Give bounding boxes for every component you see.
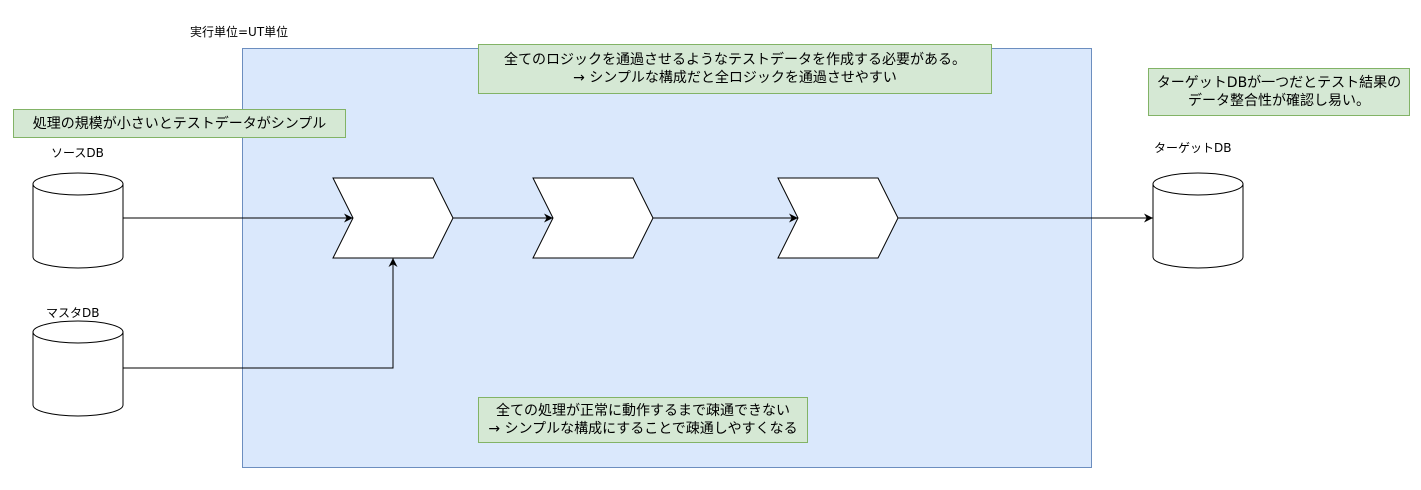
note-logic-line2: → シンプルな構成だと全ロジックを通過させやすい — [573, 70, 897, 86]
note-small-scale-text: 処理の規模が小さいとテストデータがシンプル — [32, 115, 327, 132]
note-communication: 全ての処理が正常に動作するまで疎通できない → シンプルな構成にすることで疎通し… — [478, 397, 808, 443]
source-db-cylinder-icon — [32, 172, 124, 269]
target-db-label: ターゲットDB — [1154, 141, 1232, 155]
note-comm-line2: → シンプルな構成にすることで疎通しやすくなる — [488, 421, 798, 437]
note-small-scale: 処理の規模が小さいとテストデータがシンプル — [13, 109, 346, 138]
note-comm-line1: 全ての処理が正常に動作するまで疎通できない — [496, 403, 790, 419]
master-db-cylinder-icon — [32, 320, 124, 417]
note-logic-coverage: 全てのロジックを通過させるようなテストデータを作成する必要がある。 → シンプル… — [478, 44, 992, 94]
source-db-label: ソースDB — [51, 146, 104, 160]
note-target-consistency: ターゲットDBが一つだとテスト結果の データ整合性が確認し易い。 — [1148, 68, 1410, 116]
note-target-line1: ターゲットDBが一つだとテスト結果の — [1156, 75, 1402, 91]
target-db-cylinder-icon — [1152, 172, 1244, 269]
arrow-master-to-step1 — [123, 258, 398, 369]
execution-unit-label: 実行単位=UT単位 — [190, 25, 289, 39]
master-db-label: マスタDB — [46, 306, 100, 320]
note-target-line2: データ整合性が確認し易い。 — [1188, 93, 1370, 109]
note-logic-line1: 全てのロジックを通過させるようなテストデータを作成する必要がある。 — [504, 52, 966, 68]
